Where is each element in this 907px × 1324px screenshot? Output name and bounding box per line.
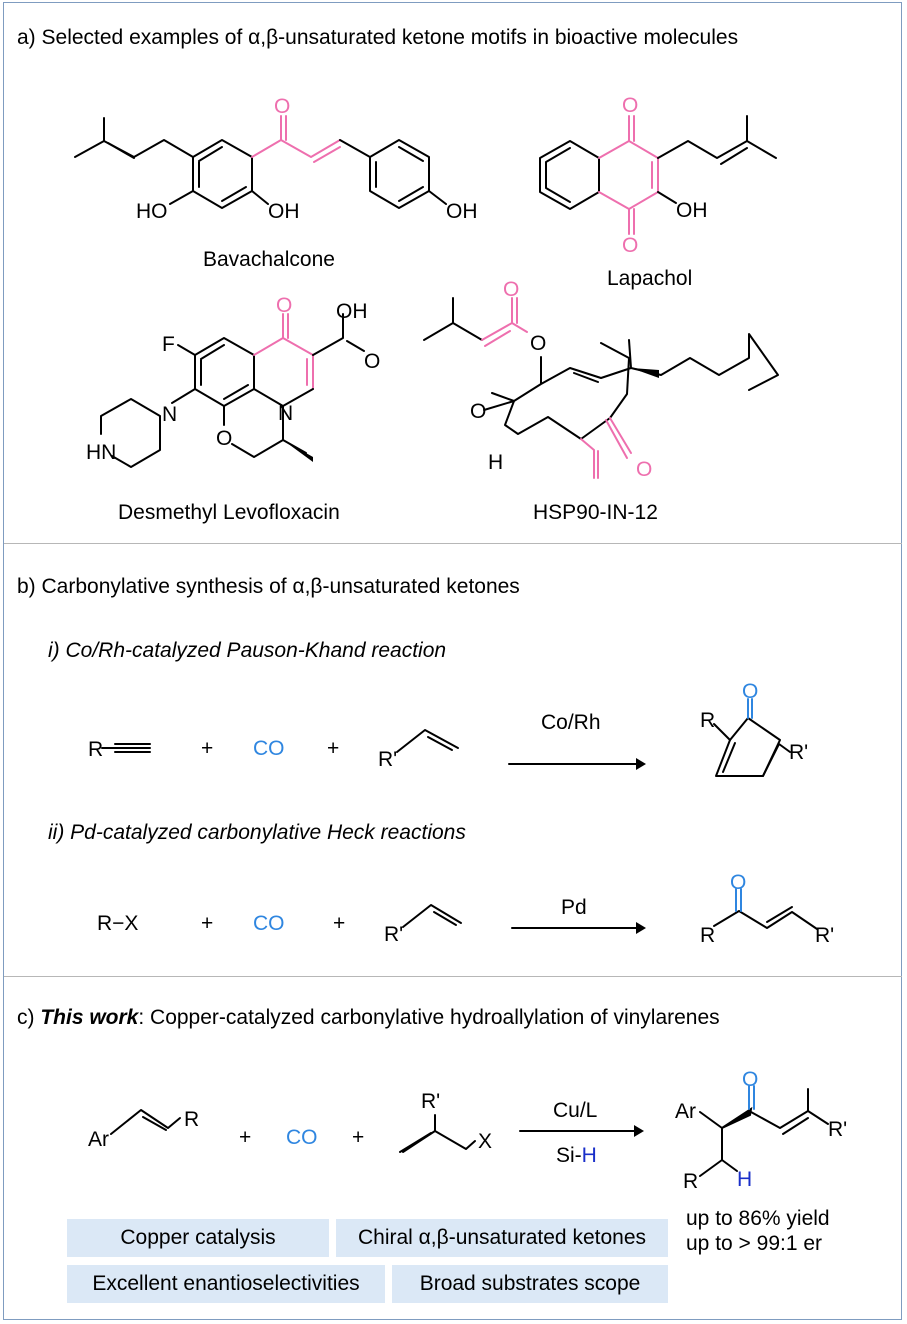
svg-text:O: O bbox=[622, 234, 638, 257]
svg-text:R': R' bbox=[378, 748, 397, 771]
tag-substrate-scope: Broad substrates scope bbox=[392, 1265, 668, 1303]
svg-text:O: O bbox=[364, 350, 380, 373]
hsp90-label: HSP90-IN-12 bbox=[533, 501, 658, 524]
svg-text:N: N bbox=[278, 402, 293, 425]
figure-frame bbox=[3, 2, 902, 1320]
svg-text:OH: OH bbox=[268, 200, 300, 223]
svg-text:R: R bbox=[700, 709, 715, 732]
section-c-title: c) This work: Copper-catalyzed carbonyla… bbox=[17, 1006, 720, 1029]
svg-text:R': R' bbox=[789, 741, 808, 764]
plus-sign: + bbox=[352, 1126, 365, 1149]
plus-sign: + bbox=[333, 912, 346, 935]
plus-sign: + bbox=[201, 912, 214, 935]
er-text: up to > 99:1 er bbox=[686, 1232, 823, 1255]
tag-enantioselectivity: Excellent enantioselectivities bbox=[67, 1265, 385, 1303]
catalyst-label-c: Cu/L bbox=[553, 1099, 598, 1122]
lapachol-label: Lapachol bbox=[607, 267, 693, 290]
svg-text:O: O bbox=[276, 294, 292, 317]
section-divider-bc bbox=[4, 976, 902, 977]
svg-text:O: O bbox=[742, 1068, 758, 1091]
svg-text:R: R bbox=[184, 1108, 199, 1131]
levofloxacin-structure: F N HN O N OH O O bbox=[86, 294, 380, 468]
section-b-title: b) Carbonylative synthesis of α,β-unsatu… bbox=[17, 575, 520, 598]
svg-text:O: O bbox=[503, 278, 519, 301]
aryl-halide: R−X bbox=[97, 912, 139, 935]
svg-text:HO: HO bbox=[136, 200, 168, 223]
carbonylative-heck-scheme: R' R O R' bbox=[384, 871, 834, 947]
plus-sign: + bbox=[327, 737, 340, 760]
svg-text:Ar: Ar bbox=[675, 1100, 696, 1123]
carbon-monoxide: CO bbox=[253, 912, 285, 935]
section-b-sub-ii: ii) Pd-catalyzed carbonylative Heck reac… bbox=[48, 821, 466, 844]
hsp90-structure: O O O H O bbox=[423, 278, 779, 481]
section-divider-ab bbox=[4, 543, 902, 544]
levofloxacin-label: Desmethyl Levofloxacin bbox=[118, 501, 340, 524]
carbon-monoxide: CO bbox=[286, 1126, 318, 1149]
svg-text:O: O bbox=[216, 427, 232, 450]
svg-text:H: H bbox=[737, 1168, 752, 1191]
svg-text:O: O bbox=[274, 95, 290, 118]
tag-copper-catalysis: Copper catalysis bbox=[67, 1219, 329, 1257]
svg-text:R': R' bbox=[421, 1090, 440, 1113]
svg-text:X: X bbox=[478, 1130, 492, 1153]
catalyst-label-ii: Pd bbox=[561, 896, 587, 919]
catalyst-label-i: Co/Rh bbox=[541, 711, 601, 734]
svg-text:HN: HN bbox=[86, 441, 116, 464]
pauson-khand-scheme: R R' R O R' bbox=[88, 680, 808, 777]
carbon-monoxide: CO bbox=[253, 737, 285, 760]
svg-text:H: H bbox=[488, 451, 503, 474]
svg-text:O: O bbox=[530, 332, 546, 355]
silane-label: Si-H bbox=[556, 1144, 597, 1167]
svg-text:O: O bbox=[742, 680, 758, 703]
svg-text:O: O bbox=[470, 400, 486, 423]
svg-text:R: R bbox=[88, 738, 103, 761]
tag-chiral-ketones: Chiral α,β-unsaturated ketones bbox=[336, 1219, 668, 1257]
svg-text:O: O bbox=[730, 871, 746, 894]
svg-text:O: O bbox=[622, 94, 638, 117]
svg-text:F: F bbox=[162, 333, 175, 356]
svg-text:N: N bbox=[162, 403, 177, 426]
section-b-sub-i: i) Co/Rh-catalyzed Pauson-Khand reaction bbox=[48, 639, 447, 662]
svg-text:R': R' bbox=[815, 924, 834, 947]
lapachol-structure: OH O O bbox=[539, 94, 777, 257]
plus-sign: + bbox=[201, 737, 214, 760]
svg-text:R: R bbox=[683, 1170, 698, 1193]
svg-text:R': R' bbox=[384, 923, 403, 946]
hydroallylation-scheme: Ar R R' X Ar O R' R H bbox=[88, 1068, 847, 1193]
svg-text:OH: OH bbox=[676, 199, 708, 222]
svg-text:R': R' bbox=[828, 1118, 847, 1141]
svg-text:OH: OH bbox=[336, 300, 368, 323]
plus-sign: + bbox=[239, 1126, 252, 1149]
svg-text:OH: OH bbox=[446, 200, 478, 223]
yield-text: up to 86% yield bbox=[686, 1207, 830, 1230]
svg-text:Ar: Ar bbox=[88, 1128, 109, 1151]
bavachalcone-structure: HO OH OH O bbox=[74, 95, 478, 223]
bavachalcone-label: Bavachalcone bbox=[203, 248, 335, 271]
section-a-title: a) Selected examples of α,β-unsaturated … bbox=[17, 26, 739, 49]
svg-text:O: O bbox=[636, 458, 652, 481]
svg-text:R: R bbox=[700, 924, 715, 947]
